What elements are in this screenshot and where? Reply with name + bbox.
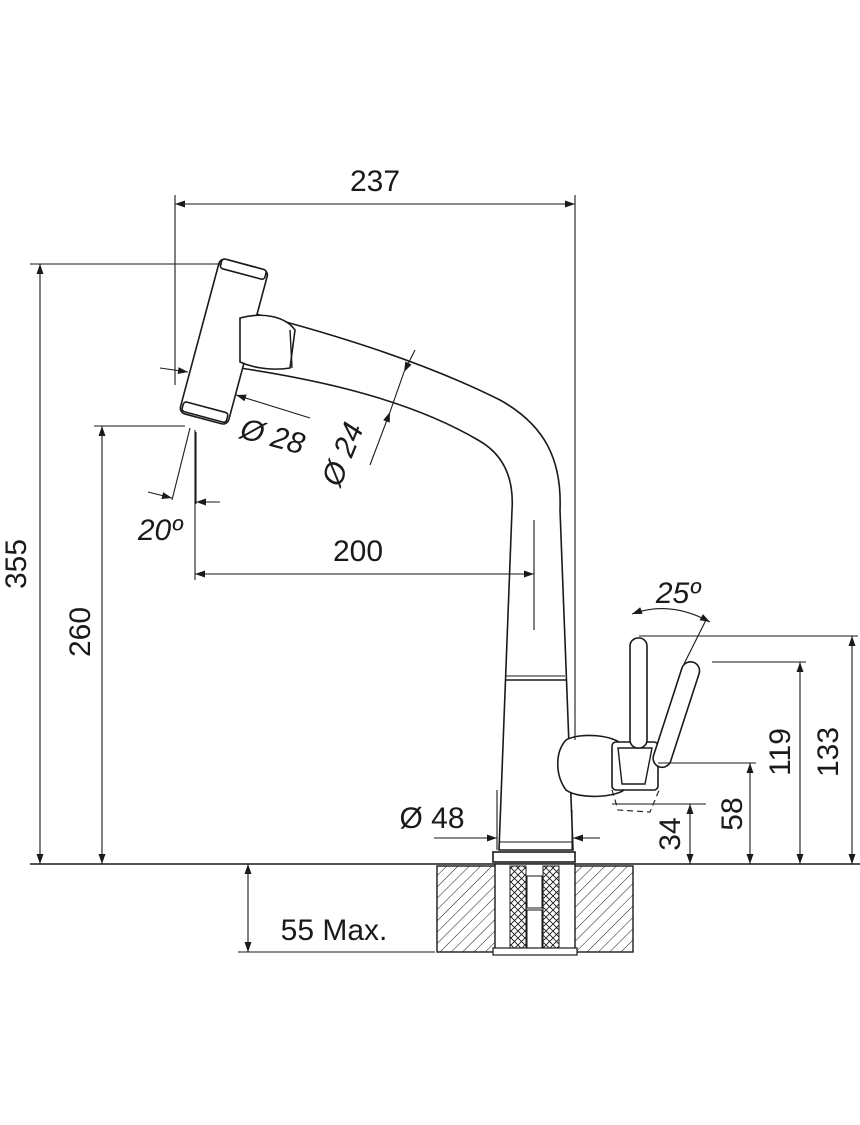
- dim-angle-20: 20º: [137, 427, 220, 547]
- label-133: 133: [812, 727, 845, 777]
- dim-angle-25: 25º: [631, 577, 858, 665]
- label-58: 58: [716, 797, 749, 830]
- dim-119: 119: [712, 661, 806, 864]
- supply-hose-left: [509, 865, 527, 951]
- base-flange: [492, 851, 576, 863]
- label-200: 200: [333, 535, 383, 568]
- label-355: 355: [0, 539, 33, 589]
- mounting-nut: [526, 909, 543, 951]
- lever-housing: [556, 734, 625, 798]
- label-34: 34: [654, 817, 687, 850]
- dim-260: 260: [64, 425, 185, 864]
- label-angle-20: 20º: [137, 514, 184, 547]
- lever-tilted: [652, 661, 701, 769]
- label-119: 119: [764, 728, 797, 776]
- dim-237: 237: [174, 165, 576, 740]
- label-dia-24: Ø 24: [315, 418, 370, 492]
- spray-head-cap: [219, 258, 267, 281]
- hose-coupling: [239, 314, 296, 370]
- label-237: 237: [350, 165, 400, 198]
- faucet-body: [179, 258, 701, 863]
- supply-hose-right: [542, 865, 560, 951]
- mounting-plate: [492, 947, 578, 956]
- label-angle-25: 25º: [655, 577, 702, 610]
- label-dia-28: Ø 28: [236, 412, 309, 461]
- dim-dia-48: Ø 48: [399, 790, 600, 850]
- label-55-max: 55 Max.: [281, 914, 388, 947]
- dim-55-max: 55 Max.: [238, 864, 435, 953]
- dim-355: 355: [0, 263, 222, 864]
- countertop-section: [30, 863, 860, 956]
- spray-head: [179, 258, 269, 425]
- dim-133: 133: [812, 636, 856, 864]
- label-dia-48: Ø 48: [399, 802, 464, 835]
- lever-upright: [629, 637, 648, 749]
- hose-coupling-line: [289, 329, 293, 369]
- spray-head-nozzle: [181, 401, 229, 424]
- label-260: 260: [64, 607, 97, 657]
- spout-outline: [239, 308, 574, 851]
- dim-34: 34: [612, 803, 706, 864]
- lever-dashed-path: [611, 787, 661, 813]
- mounting-stud: [526, 875, 543, 909]
- dim-58: 58: [658, 762, 756, 864]
- dim-200: 200: [194, 430, 534, 580]
